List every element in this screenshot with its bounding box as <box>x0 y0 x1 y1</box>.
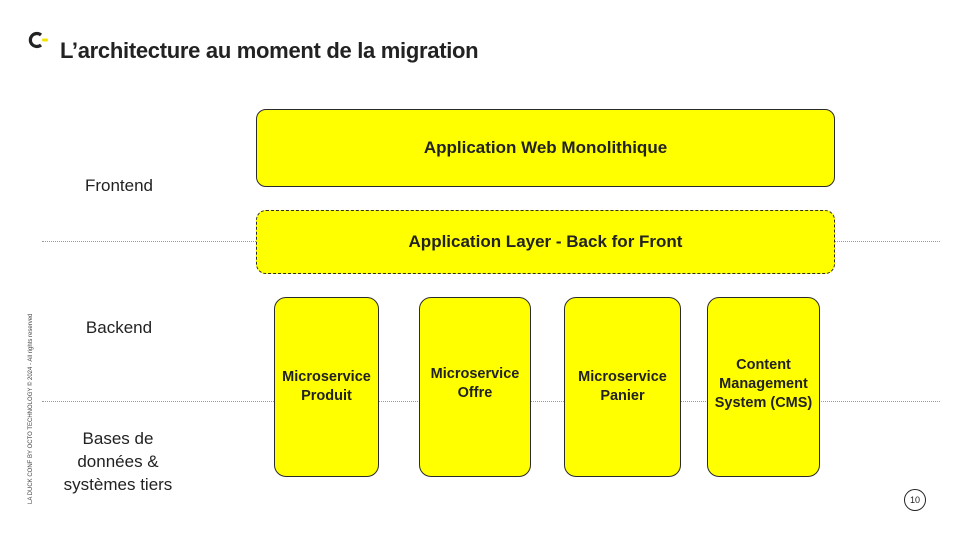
microservice-panier-box: Microservice Panier <box>564 297 681 477</box>
cms-label: Management <box>719 375 808 392</box>
bff-layer-label: Application Layer - Back for Front <box>408 232 683 251</box>
layer-label-backend: Backend <box>85 318 153 337</box>
layer-label-data-line: Bases de <box>82 429 154 448</box>
monolith-web-app-box: Application Web Monolithique <box>256 109 835 187</box>
microservice-panier-label: Microservice <box>578 369 667 385</box>
microservice-offre-label: Offre <box>457 385 493 401</box>
page-number: 10 <box>909 495 920 505</box>
octo-c-logo-icon <box>28 31 48 49</box>
cms-label: System (CMS) <box>714 394 813 411</box>
microservice-produit-label: Produit <box>301 388 352 404</box>
microservice-offre-box: Microservice Offre <box>419 297 531 477</box>
layer-label-frontend: Frontend <box>84 176 154 195</box>
layer-label-data: Bases de données & systèmes tiers <box>50 427 186 496</box>
page-number-badge: 10 <box>904 489 926 511</box>
bff-layer-box: Application Layer - Back for Front <box>256 210 835 274</box>
microservice-offre-label: Microservice <box>430 366 520 382</box>
cms-label: Content <box>736 356 791 373</box>
cms-box: Content Management System (CMS) <box>707 297 820 477</box>
microservice-produit-label: Microservice <box>282 369 371 385</box>
microservice-panier-label: Panier <box>600 388 645 404</box>
microservice-produit-box: Microservice Produit <box>274 297 379 477</box>
copyright-side-text: LA DUCK CONF BY OCTO TECHNOLOGY © 2024 -… <box>28 313 34 504</box>
monolith-web-app-label: Application Web Monolithique <box>423 138 668 157</box>
layer-label-data-line: systèmes tiers <box>63 475 173 494</box>
page-title: L’architecture au moment de la migration <box>60 38 479 63</box>
layer-label-data-line: données & <box>77 452 159 471</box>
